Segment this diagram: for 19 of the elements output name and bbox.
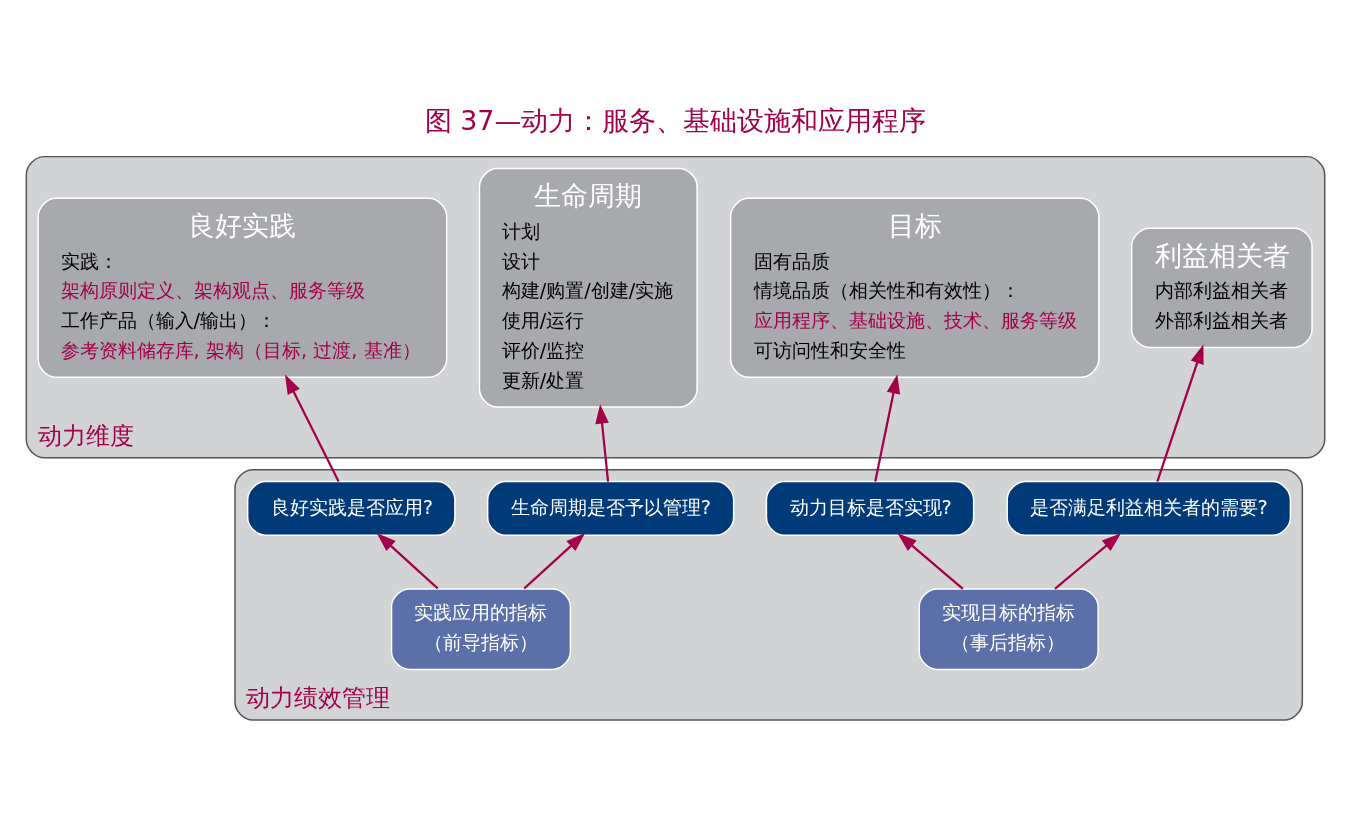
node-box: 动力目标是否实现? <box>765 480 975 536</box>
node-box: 是否满足利益相关者的需要? <box>1006 480 1292 536</box>
arrow <box>285 374 340 482</box>
node-box: 生命周期是否予以管理? <box>486 480 735 536</box>
node-box: 利益相关者 内部利益相关者 外部利益相关者 <box>1130 226 1313 348</box>
node-box: 生命周期 计划 设计 构建/购置/创建/实施 使用/运行 评价/监控 更新/处置 <box>478 167 698 408</box>
node-box: 良好实践 实践： 架构原则定义、架构观点、服务等级 工作产品（输入/输出）： 参考资料储存库, 架构（目标, 过渡, 基准） <box>37 197 448 378</box>
arrow <box>523 532 586 589</box>
node-box: 良好实践是否应用? <box>246 480 456 536</box>
arrow <box>897 532 964 590</box>
arrow <box>1054 532 1122 590</box>
arrow <box>874 373 901 482</box>
arrow <box>595 403 610 482</box>
arrow <box>1156 343 1204 482</box>
node-box: 目标 固有品质 情境品质（相关性和有效性）： 应用程序、基础设施、技术、服务等级 可访问性和安全性 <box>729 197 1100 378</box>
node-box: 实践应用的指标 （前导指标） <box>390 587 572 670</box>
arrow <box>376 532 439 589</box>
node-box: 实现目标的指标 （事后指标） <box>918 587 1099 670</box>
diagram-title: 图 37—动力：服务、基础设施和应用程序 <box>424 104 927 136</box>
